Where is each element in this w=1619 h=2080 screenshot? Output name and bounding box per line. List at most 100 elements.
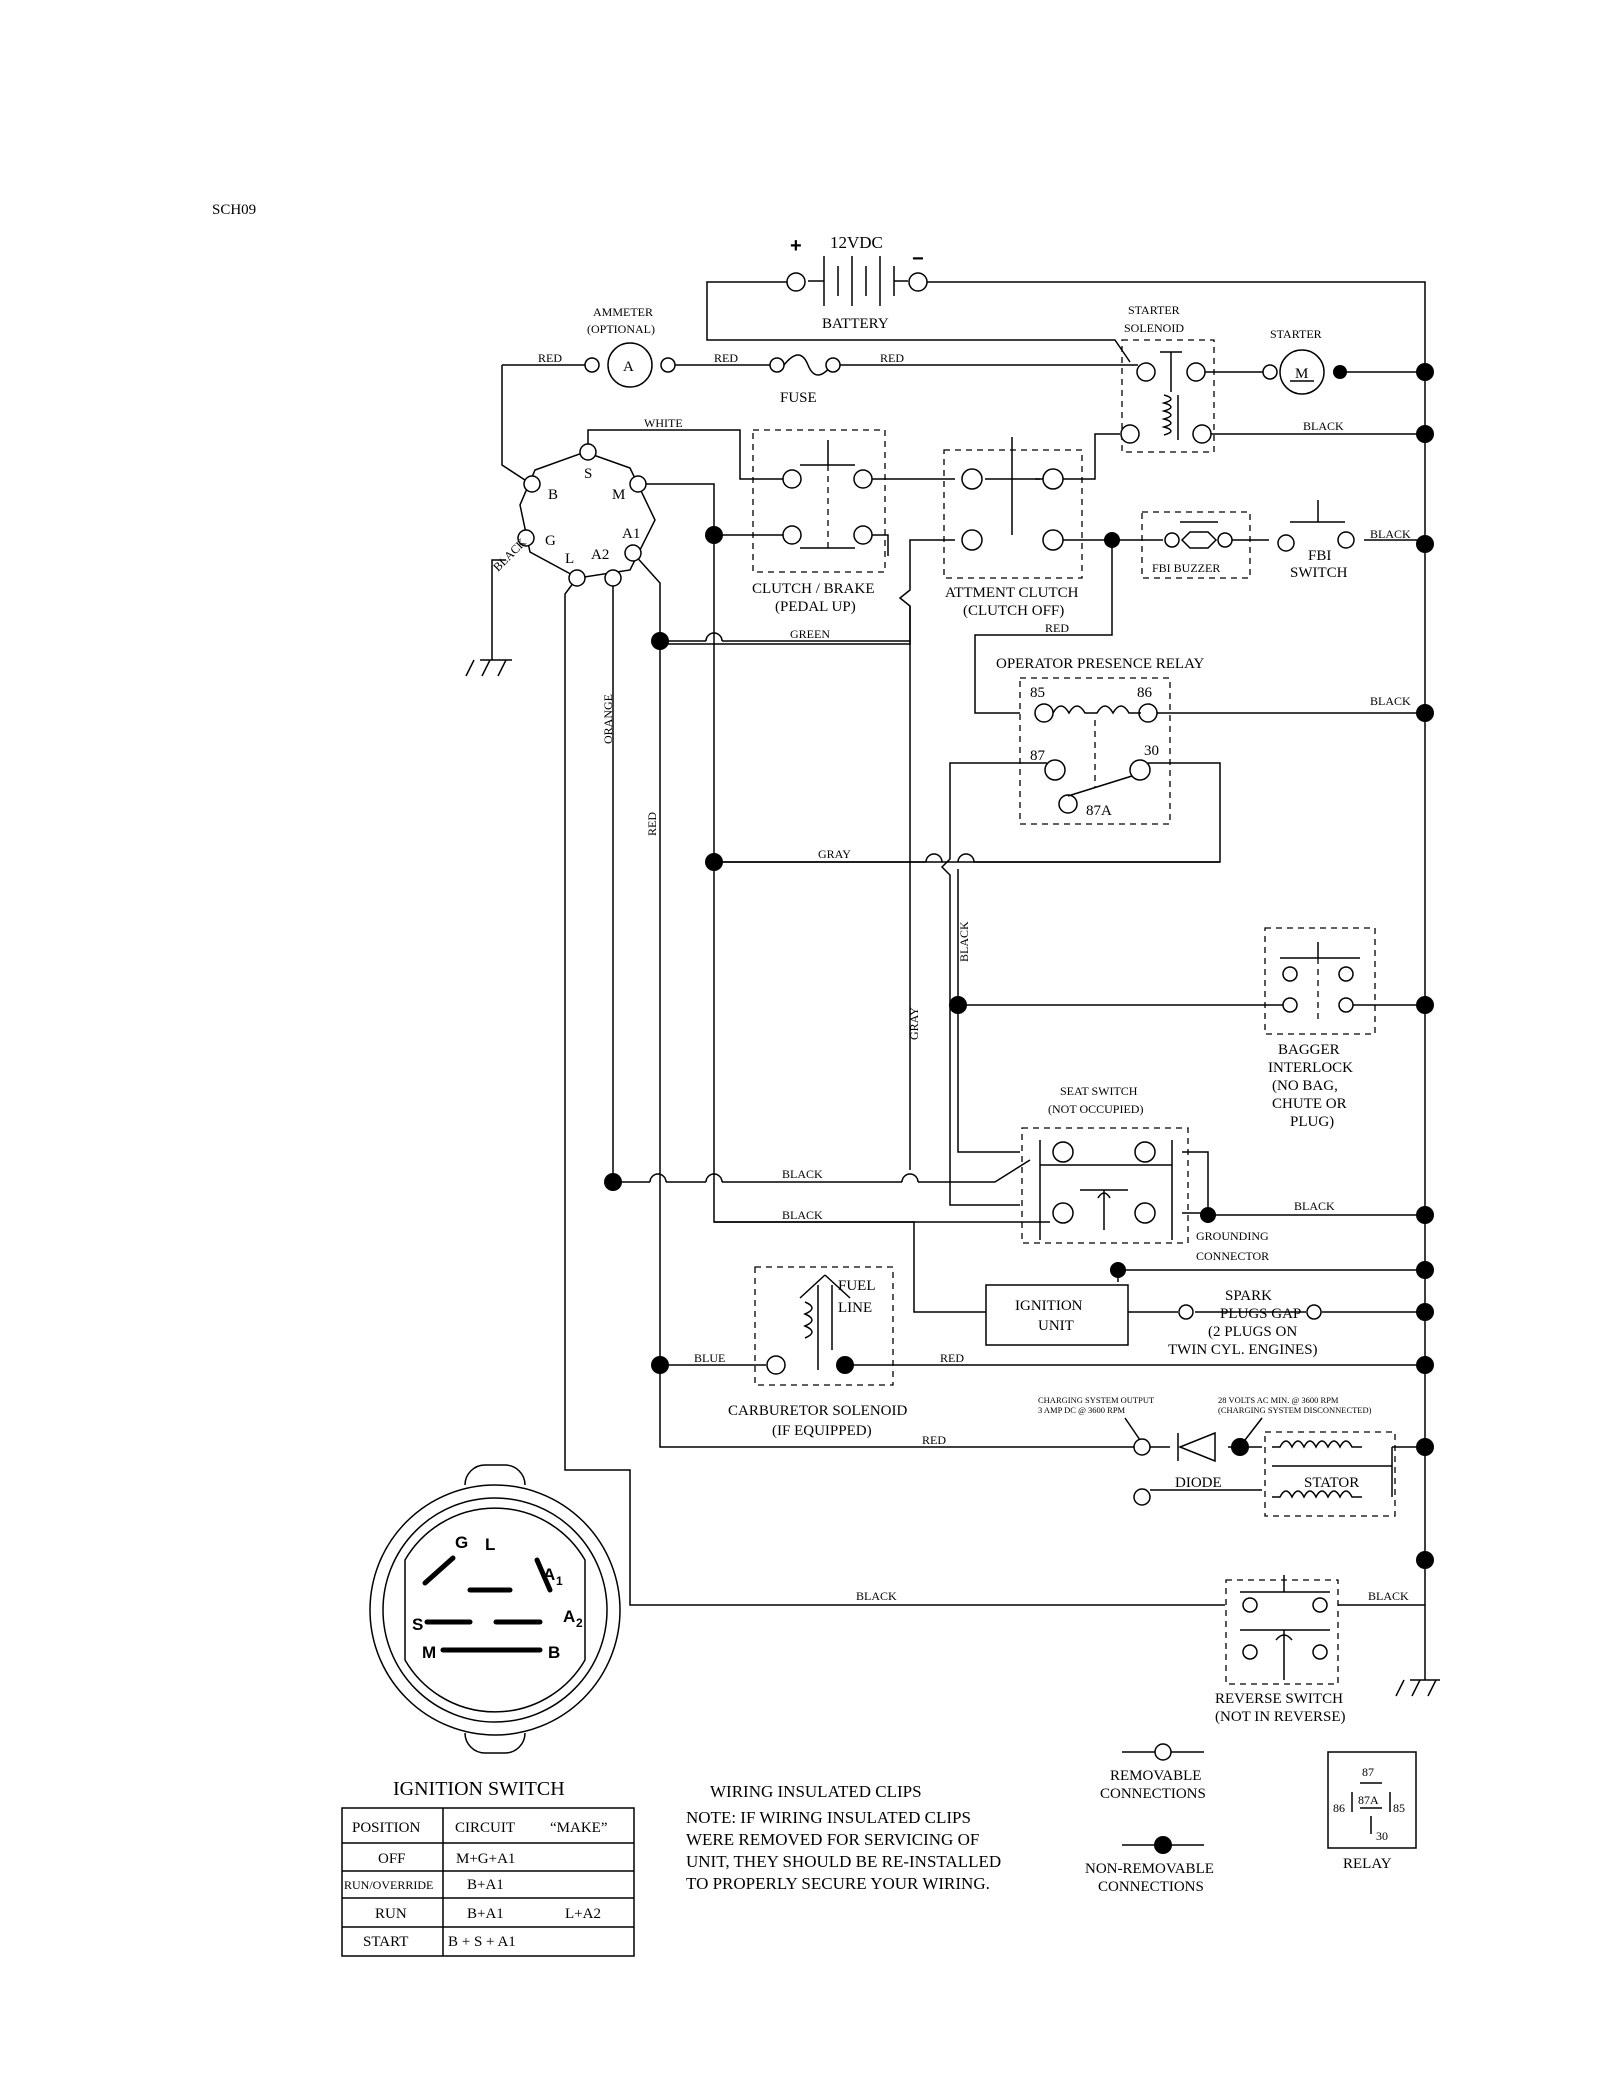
attachment-clutch-switch: ATTMENT CLUTCH (CLUTCH OFF) xyxy=(943,437,1120,619)
ign-unit-1: IGNITION xyxy=(1015,1298,1083,1314)
relay-30: 30 xyxy=(1144,743,1159,759)
spark-4: TWIN CYL. ENGINES) xyxy=(1168,1342,1318,1358)
ign-switch-title: IGNITION SWITCH xyxy=(393,1778,565,1800)
battery-minus-sign: − xyxy=(912,248,924,270)
battery-positive-terminal xyxy=(786,272,806,292)
clips-note-2: WERE REMOVED FOR SERVICING OF xyxy=(686,1830,979,1849)
reverse-label-1: REVERSE SWITCH xyxy=(1215,1691,1343,1707)
reverse-switch: REVERSE SWITCH (NOT IN REVERSE) xyxy=(1215,1575,1346,1725)
fuse: FUSE xyxy=(769,354,841,406)
wire-black-7: BLACK xyxy=(856,1589,897,1603)
seat-label-1: SEAT SWITCH xyxy=(1060,1084,1138,1098)
term-b: B xyxy=(548,487,558,503)
relay-87a: 87A xyxy=(1086,803,1112,819)
stator: STATOR xyxy=(1264,1431,1396,1517)
face-b: B xyxy=(548,1643,560,1662)
ammeter: AMMETER (OPTIONAL) A xyxy=(584,305,676,388)
fuel-line-2: LINE xyxy=(838,1300,872,1316)
fuel-line-1: FUEL xyxy=(838,1278,876,1294)
legend-nonremovable-2: CONNECTIONS xyxy=(1098,1879,1204,1895)
term-l: L xyxy=(565,551,574,567)
wire-black-vert: BLACK xyxy=(957,921,971,962)
face-a1: A xyxy=(543,1565,555,1584)
wire-orange: ORANGE xyxy=(601,694,615,744)
solenoid-label-1: STARTER xyxy=(1128,303,1180,317)
wire-red-3: RED xyxy=(880,351,904,365)
term-s: S xyxy=(584,466,592,482)
face-g: G xyxy=(455,1533,468,1552)
legend-nonremovable-1: NON-REMOVABLE xyxy=(1085,1861,1214,1877)
battery-label: BATTERY xyxy=(822,316,889,332)
table-row-2-circuit: B+A1 xyxy=(467,1906,504,1922)
table-row-1-circuit: B+A1 xyxy=(467,1877,504,1893)
relay-pin-30: 30 xyxy=(1376,1829,1388,1843)
fuse-label: FUSE xyxy=(780,390,817,406)
bagger-2: INTERLOCK xyxy=(1268,1060,1353,1076)
table-row-2-make: L+A2 xyxy=(565,1906,601,1922)
charging-ac-1: 28 VOLTS AC MIN. @ 3600 RPM xyxy=(1218,1395,1339,1405)
fbi-switch: FBI SWITCH xyxy=(1277,500,1355,581)
term-m: M xyxy=(612,487,625,503)
attment-clutch-label-2: (CLUTCH OFF) xyxy=(963,603,1064,619)
relay-pin-87a: 87A xyxy=(1358,1793,1379,1807)
starter-solenoid: STARTER SOLENOID xyxy=(1120,303,1215,453)
legend-relay-label: RELAY xyxy=(1343,1856,1392,1872)
charging-ac-2: (CHARGING SYSTEM DISCONNECTED) xyxy=(1218,1405,1372,1415)
fbi-switch-label-1: FBI xyxy=(1308,548,1331,564)
ign-unit-2: UNIT xyxy=(1038,1318,1074,1334)
clips-note-3: UNIT, THEY SHOULD BE RE-INSTALLED xyxy=(686,1852,1001,1871)
spark-3: (2 PLUGS ON xyxy=(1208,1324,1297,1340)
table-row-0-pos: OFF xyxy=(378,1851,406,1867)
face-a2-sub: 2 xyxy=(576,1616,583,1630)
charging-output-2: 3 AMP DC @ 3600 RPM xyxy=(1038,1405,1126,1415)
legend: REMOVABLE CONNECTIONS NON-REMOVABLE CONN… xyxy=(1085,1743,1417,1895)
face-s: S xyxy=(412,1615,423,1634)
reverse-label-2: (NOT IN REVERSE) xyxy=(1215,1709,1346,1725)
bagger-1: BAGGER xyxy=(1278,1042,1340,1058)
clips-note-1: NOTE: IF WIRING INSULATED CLIPS xyxy=(686,1808,971,1827)
legend-removable-1: REMOVABLE xyxy=(1110,1768,1201,1784)
wire-gray-vert: GRAY xyxy=(907,1007,921,1040)
face-m: M xyxy=(422,1643,436,1662)
carb-1: CARBURETOR SOLENOID xyxy=(728,1403,907,1419)
term-a2: A2 xyxy=(591,547,609,563)
charging-system: CHARGING SYSTEM OUTPUT 3 AMP DC @ 3600 R… xyxy=(1038,1395,1372,1506)
battery-negative-terminal xyxy=(908,272,928,292)
nonremovable-connection-symbol xyxy=(1154,1836,1172,1854)
clips-note: WIRING INSULATED CLIPS NOTE: IF WIRING I… xyxy=(686,1782,1001,1893)
wire-black-4: BLACK xyxy=(782,1167,823,1181)
term-g: G xyxy=(545,533,556,549)
junction-dots xyxy=(604,363,1434,1569)
wire-black-8: BLACK xyxy=(1368,1589,1409,1603)
relay-86: 86 xyxy=(1137,685,1153,701)
battery-plus-sign: + xyxy=(790,235,802,257)
relay-pin-87: 87 xyxy=(1362,1765,1374,1779)
table-header-circuit: CIRCUIT xyxy=(455,1820,515,1836)
term-a1: A1 xyxy=(622,526,640,542)
clutch-brake-label-2: (PEDAL UP) xyxy=(775,599,856,615)
stator-label: STATOR xyxy=(1304,1475,1359,1491)
relay-85: 85 xyxy=(1030,685,1045,701)
wire-red-1: RED xyxy=(538,351,562,365)
wire-red-4: RED xyxy=(1045,621,1069,635)
ammeter-symbol: A xyxy=(623,359,634,375)
ammeter-title: AMMETER xyxy=(593,305,653,319)
spark-2: PLUGS GAP xyxy=(1220,1306,1301,1322)
legend-removable-2: CONNECTIONS xyxy=(1100,1786,1206,1802)
wire-black-6: BLACK xyxy=(1294,1199,1335,1213)
wire-red-6: RED xyxy=(922,1433,946,1447)
carb-2: (IF EQUIPPED) xyxy=(772,1423,872,1439)
table-row-0-circuit: M+G+A1 xyxy=(456,1851,515,1867)
grounding-connector: GROUNDING CONNECTOR xyxy=(1196,1207,1269,1263)
seat-label-2: (NOT OCCUPIED) xyxy=(1048,1102,1143,1116)
fbi-buzzer-label: FBI BUZZER xyxy=(1152,561,1220,575)
grounding-2: CONNECTOR xyxy=(1196,1249,1269,1263)
relay-pin-85: 85 xyxy=(1393,1801,1405,1815)
ignition-table: POSITION CIRCUIT “MAKE” OFF M+G+A1 RUN/O… xyxy=(341,1807,635,1957)
diagram-id: SCH09 xyxy=(212,202,256,218)
wire-gray-1: GRAY xyxy=(818,847,851,861)
face-a2: A xyxy=(563,1607,575,1626)
starter-symbol: M xyxy=(1295,366,1308,382)
starter-label: STARTER xyxy=(1270,327,1322,341)
